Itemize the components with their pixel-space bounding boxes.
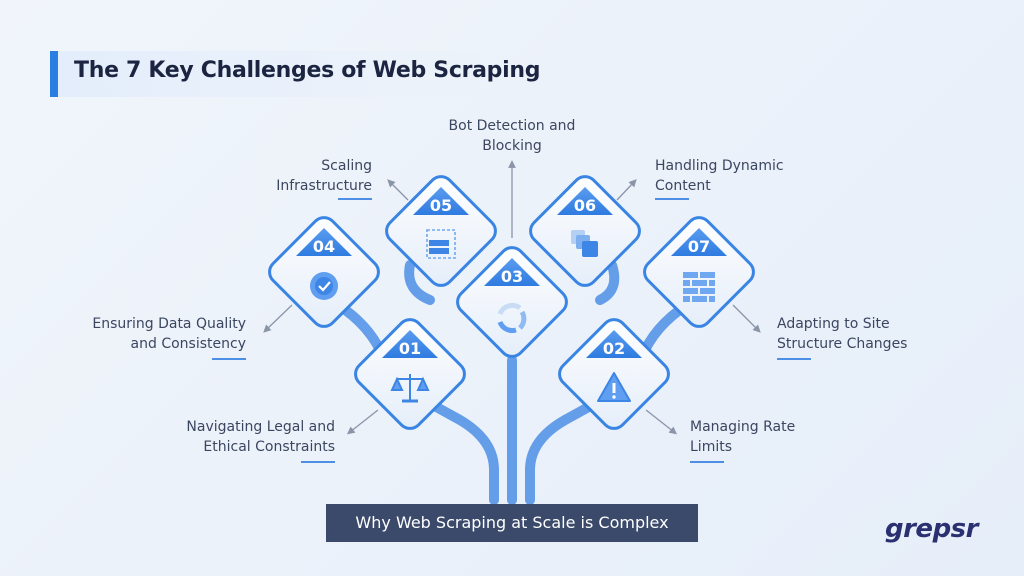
tile-number-02: 02 xyxy=(603,339,625,358)
label-04-underline xyxy=(212,358,246,360)
arrow-07 xyxy=(732,304,761,333)
branch-05 xyxy=(404,260,435,305)
title-accent-bar xyxy=(50,51,58,97)
branch-02 xyxy=(525,393,610,505)
challenge-tile-01: 01 xyxy=(354,318,466,430)
challenge-tile-02: 02 xyxy=(558,318,670,430)
label-03-line1: Bot Detection and xyxy=(448,118,576,134)
challenge-tile-05: 05 xyxy=(385,175,497,287)
refresh-icon xyxy=(497,302,527,334)
label-07: Adapting to Site Structure Changes xyxy=(777,314,967,354)
page-title: The 7 Key Challenges of Web Scraping xyxy=(74,58,541,83)
label-04-line2: and Consistency xyxy=(130,336,246,352)
branch-06 xyxy=(595,260,620,305)
root-label-box: Why Web Scraping at Scale is Complex xyxy=(326,504,698,542)
label-03-line2: Blocking xyxy=(482,138,542,154)
verified-badge-icon xyxy=(310,272,338,300)
challenge-tile-06: 06 xyxy=(529,175,641,287)
label-02: Managing Rate Limits xyxy=(690,417,850,457)
label-03: Bot Detection and Blocking xyxy=(432,116,592,156)
label-04-line1: Ensuring Data Quality xyxy=(92,316,246,332)
brick-wall-icon xyxy=(683,272,715,302)
warning-icon xyxy=(597,372,631,402)
label-05: Scaling Infrastructure xyxy=(232,156,372,196)
challenge-tile-07: 07 xyxy=(643,216,755,328)
label-02-underline xyxy=(690,461,724,463)
arrow-04 xyxy=(263,304,293,333)
tile-number-03: 03 xyxy=(501,267,523,286)
label-05-line2: Infrastructure xyxy=(276,178,372,194)
challenge-tile-04: 04 xyxy=(268,216,380,328)
stacked-squares-icon xyxy=(571,230,598,257)
label-07-line2: Structure Changes xyxy=(777,336,908,352)
label-01: Navigating Legal and Ethical Constraints xyxy=(150,417,335,457)
scales-icon xyxy=(390,374,430,403)
tile-number-01: 01 xyxy=(399,339,421,358)
label-02-line1: Managing Rate xyxy=(690,419,796,435)
tile-number-05: 05 xyxy=(430,196,452,215)
title-background xyxy=(50,51,490,97)
branch-01 xyxy=(415,393,499,505)
arrow-02 xyxy=(645,409,678,435)
arrow-01 xyxy=(346,409,379,435)
tile-number-07: 07 xyxy=(688,237,710,256)
arrow-05 xyxy=(387,179,409,201)
label-05-line1: Scaling xyxy=(321,158,372,174)
label-01-line1: Navigating Legal and xyxy=(186,419,335,435)
challenge-tile-03: 03 xyxy=(456,246,568,358)
label-07-line1: Adapting to Site xyxy=(777,316,890,332)
label-02-line2: Limits xyxy=(690,439,732,455)
label-01-underline xyxy=(301,461,335,463)
label-06: Handling Dynamic Content xyxy=(655,156,835,196)
label-06-line1: Handling Dynamic xyxy=(655,158,784,174)
label-05-underline xyxy=(338,198,372,200)
label-06-line2: Content xyxy=(655,178,711,194)
tile-number-06: 06 xyxy=(574,196,596,215)
tile-number-04: 04 xyxy=(313,237,335,256)
servers-icon xyxy=(426,229,456,259)
label-07-underline xyxy=(777,358,811,360)
label-01-line2: Ethical Constraints xyxy=(203,439,335,455)
grepsr-logo: grepsr xyxy=(885,514,978,544)
arrow-06 xyxy=(616,179,637,201)
label-04: Ensuring Data Quality and Consistency xyxy=(60,314,246,354)
label-06-underline xyxy=(655,198,689,200)
